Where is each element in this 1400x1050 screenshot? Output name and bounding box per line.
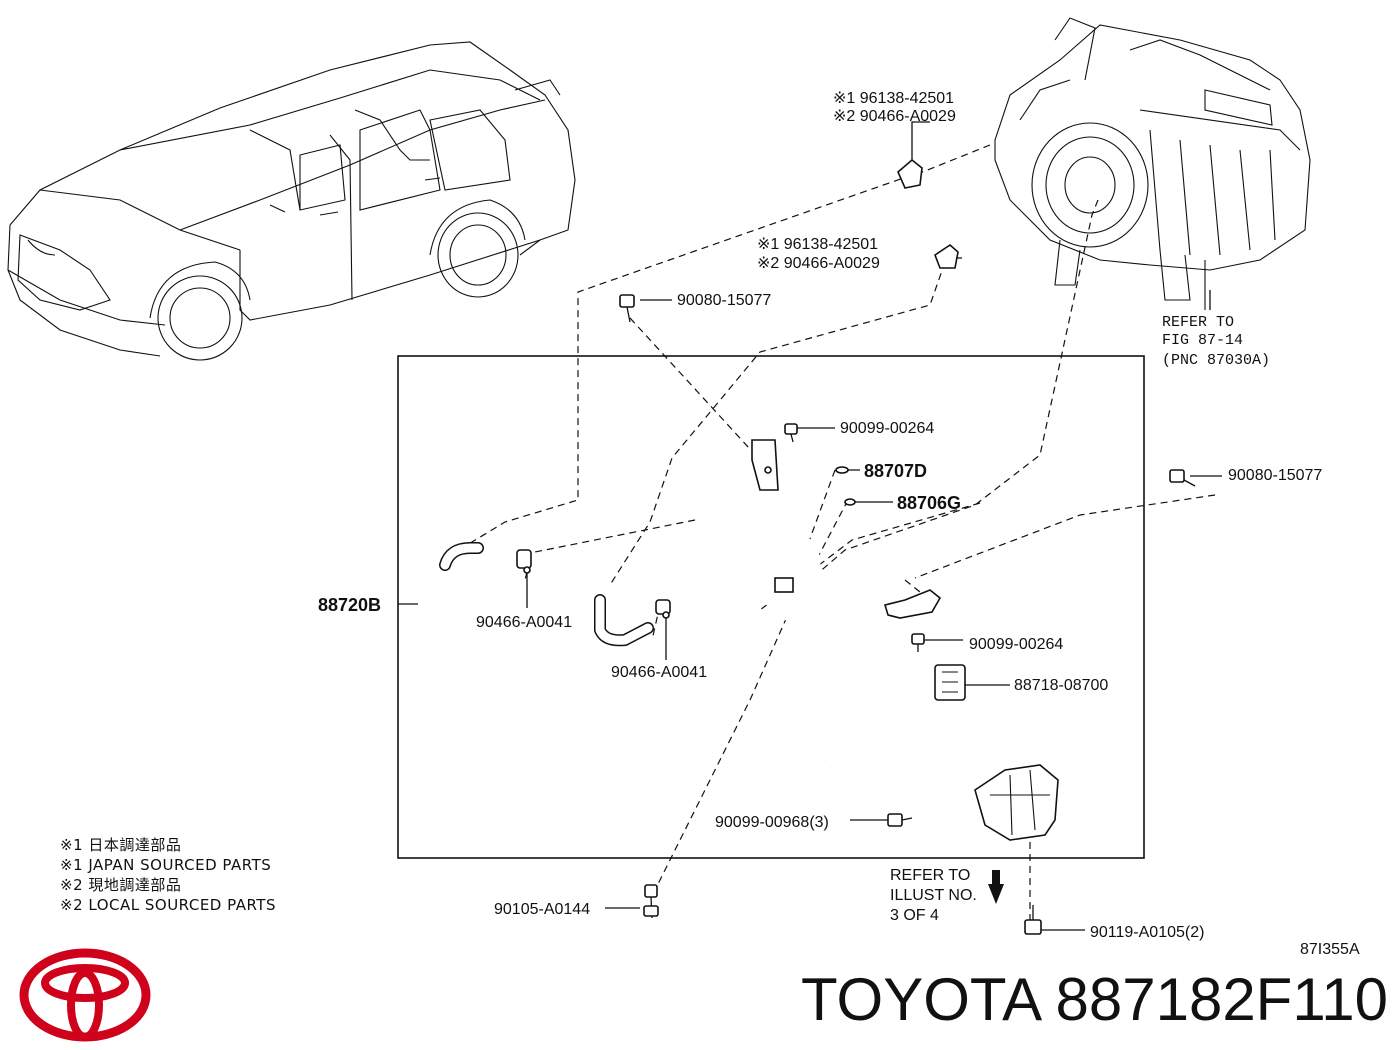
ref-group-a-line2: ※2 90466-A0029 <box>833 108 956 125</box>
grommet-88706g <box>844 498 856 506</box>
clamp-88718 <box>934 664 966 701</box>
bolt-icon <box>1169 469 1196 487</box>
part-number-90466-left: 90466-A0041 <box>476 614 572 631</box>
clip-middle <box>655 599 671 619</box>
hose-middle <box>594 594 654 647</box>
bolt-icon <box>887 813 913 827</box>
part-number-88718: 88718-08700 <box>1014 677 1108 694</box>
brand-title: TOYOTA 887182F110 <box>801 966 1388 1033</box>
bolt-icon <box>1024 905 1042 935</box>
part-number-88720b: 88720B <box>318 595 381 615</box>
part-number-90099-00968: 90099-00968(3) <box>715 814 829 831</box>
bracket-right <box>883 589 942 619</box>
clip-top-b <box>934 243 959 269</box>
part-number-90080-top: 90080-15077 <box>677 292 771 309</box>
ref-group-b-line2: ※2 90466-A0029 <box>757 255 880 272</box>
note-line-2: ※1 JAPAN SOURCED PARTS <box>60 856 271 874</box>
clip-left <box>516 549 532 574</box>
note-line-4: ※2 LOCAL SOURCED PARTS <box>60 896 276 914</box>
bracket-upper <box>751 439 779 491</box>
bolt-icon <box>784 423 798 443</box>
hvac-unit-illustration <box>994 17 1311 310</box>
refer-fig-line1: REFER TO <box>1162 314 1234 331</box>
note-line-1: ※1 日本調達部品 <box>60 836 181 854</box>
hose-left <box>439 542 484 571</box>
part-number-90099-top: 90099-00264 <box>840 420 934 437</box>
assembly-leader-lines <box>461 144 1216 920</box>
vehicle-illustration <box>7 41 576 361</box>
ref-group-b-line1: ※1 96138-42501 <box>757 236 878 253</box>
part-number-90099-mid: 90099-00264 <box>969 636 1063 653</box>
part-number-90119: 90119-A0105(2) <box>1090 924 1204 941</box>
part-number-90080-right: 90080-15077 <box>1228 467 1322 484</box>
refer-fig-line3: (PNC 87030A) <box>1162 352 1270 369</box>
bolt-icon <box>911 633 925 652</box>
bolt-icon <box>643 884 659 919</box>
note-line-3: ※2 現地調達部品 <box>60 876 181 894</box>
heater-hose-assembly <box>686 531 1059 841</box>
part-number-88706g: 88706G <box>897 493 961 513</box>
grommet-88707d <box>835 466 849 474</box>
bolt-icon <box>619 294 635 323</box>
refer-fig-line2: FIG 87-14 <box>1162 332 1243 349</box>
part-leader-lines <box>398 121 1222 931</box>
refer-illust-line2: ILLUST NO. <box>890 887 977 904</box>
refer-illust-line1: REFER TO <box>890 867 970 884</box>
illustration-code: 87I355A <box>1300 941 1360 958</box>
arrow-down-icon <box>988 870 1004 904</box>
refer-illust-line3: 3 OF 4 <box>890 907 939 924</box>
ref-group-a-line1: ※1 96138-42501 <box>833 90 954 107</box>
part-number-90105: 90105-A0144 <box>494 901 590 918</box>
toyota-logo <box>19 948 151 1042</box>
part-number-88707d: 88707D <box>864 461 927 481</box>
assembly-frame <box>397 355 1145 859</box>
part-number-90466-mid: 90466-A0041 <box>611 664 707 681</box>
clip-top-a <box>897 158 923 189</box>
